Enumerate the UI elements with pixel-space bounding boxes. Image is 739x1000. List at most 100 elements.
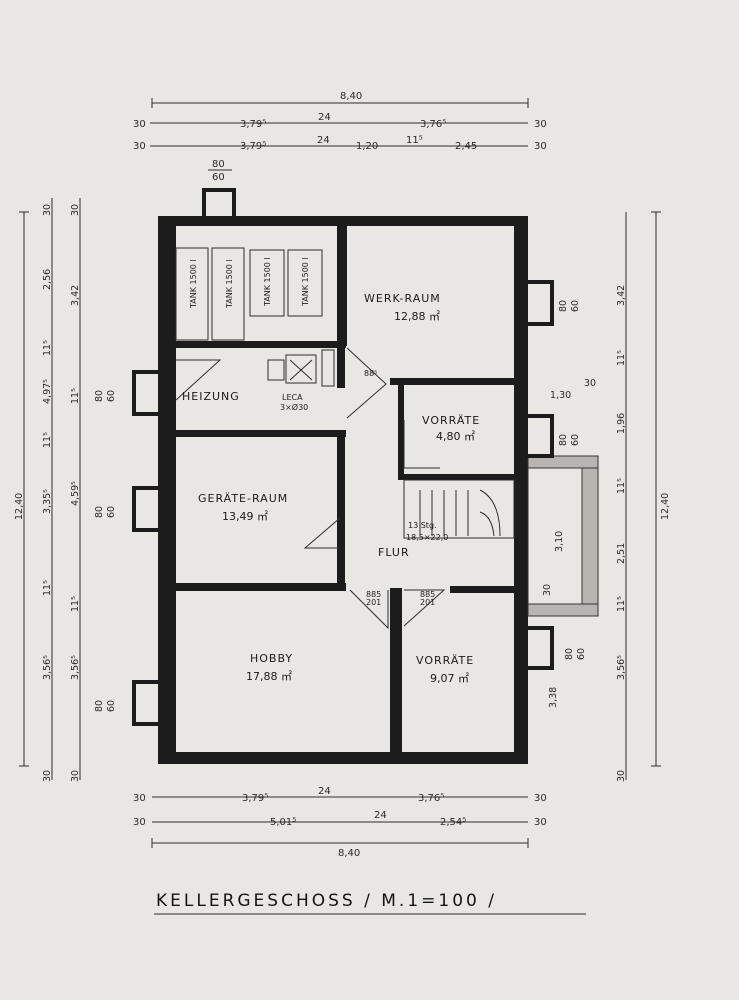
- dim-label: 11⁵: [616, 350, 627, 366]
- room-hobby-area: 17,88 ㎡: [246, 670, 292, 683]
- dim-label: 11⁵: [42, 432, 53, 448]
- dim-label: 11⁵: [406, 135, 423, 146]
- dim-label: 30: [616, 770, 627, 782]
- window-vorraete: [524, 414, 554, 458]
- room-geraeteraum-name: GERÄTE-RAUM: [198, 492, 288, 505]
- drawing-title: KELLERGESCHOSS / M.1=100 /: [154, 891, 586, 915]
- room-werkraum-area: 12,88 ㎡: [394, 310, 440, 323]
- door-geraeteraum: [303, 517, 341, 549]
- dim-label: 1,20: [356, 141, 378, 152]
- window-heizung: [132, 370, 162, 416]
- door-hobby: [349, 589, 389, 630]
- dim-label: 1,30: [550, 390, 571, 401]
- window-width-label: 80: [212, 159, 225, 170]
- room-hobby-name: HOBBY: [250, 652, 293, 665]
- room-vorraete-area: 4,80 ㎡: [436, 430, 475, 443]
- room-flur-name: FLUR: [378, 546, 410, 559]
- dim-label: 11⁵: [70, 596, 81, 612]
- wall-heizung-bottom: [176, 430, 346, 437]
- dim-label: 11⁵: [70, 388, 81, 404]
- bottom-overall-label: 8,40: [338, 848, 360, 859]
- stairs-size: 18,5×22,0: [406, 533, 448, 542]
- dim-label: 1,96: [616, 413, 627, 434]
- dim-label: 30: [133, 793, 146, 804]
- tank-label: TANK 1500 l: [225, 259, 234, 309]
- window-dim: 80: [558, 434, 569, 446]
- dim-label: 3,56⁵: [42, 655, 53, 680]
- window-werkraum: [524, 280, 554, 326]
- room-labels: WERK-RAUM 12,88 ㎡ HEIZUNG LECA 3×Ø30 VOR…: [182, 292, 480, 685]
- dim-label: 3,79⁵: [240, 141, 266, 152]
- tank-label: TANK 1500 l: [301, 257, 310, 307]
- wall-vorraete-bottom: [398, 474, 514, 480]
- wall-werkraum-bottom: [390, 378, 514, 385]
- door-flur-heizung: [346, 347, 387, 419]
- window-dim: 60: [106, 700, 117, 712]
- dim-label: 3,10: [554, 531, 565, 552]
- dim-label: 3,42: [616, 285, 627, 306]
- dim-label: 30: [133, 141, 146, 152]
- dim-label: 24: [317, 135, 330, 146]
- dim-label: 30: [584, 378, 596, 389]
- dim-label: 11⁵: [42, 340, 53, 356]
- outer-wall-top: [158, 216, 528, 226]
- window-height-label: 60: [212, 172, 225, 183]
- dim-label: 11⁵: [42, 580, 53, 596]
- plan-title: KELLERGESCHOSS / M.1=100 /: [156, 891, 497, 911]
- dim-label: 3,79⁵: [242, 793, 268, 804]
- room-heizung-name: HEIZUNG: [182, 390, 240, 403]
- dim-label: 4,59⁵: [70, 481, 81, 506]
- left-overall-label: 12,40: [14, 493, 25, 520]
- light-well-wall: [581, 455, 599, 617]
- wall-vorraete-left: [398, 385, 404, 480]
- dim-label: 3,76⁵: [418, 793, 444, 804]
- tank-3: [249, 249, 285, 317]
- door-label: 885: [420, 590, 435, 599]
- window-geraeteraum: [132, 486, 162, 532]
- dim-label: 30: [542, 584, 553, 596]
- dim-label: 30: [534, 141, 547, 152]
- building: [132, 188, 599, 764]
- dim-label: 24: [374, 810, 387, 821]
- tank-1: [175, 247, 209, 341]
- room-vorraete-name: VORRÄTE: [422, 414, 480, 427]
- dim-label: 30: [133, 817, 146, 828]
- dim-label: 2,54⁵: [440, 817, 466, 828]
- heating-equipment: [267, 349, 335, 387]
- stairs-count: 13 Stg.: [408, 521, 437, 530]
- overall-width-label: 8,40: [340, 91, 362, 102]
- tanks: TANK 1500 l TANK 1500 l TANK 1500 l TANK…: [175, 247, 323, 341]
- boiler: [285, 354, 317, 384]
- window-dim: 60: [570, 300, 581, 312]
- dim-label: 30: [133, 119, 146, 130]
- chimney: [321, 349, 335, 387]
- stairs: 13 Stg. 18,5×22,0: [403, 479, 515, 542]
- dim-label: 3,42: [70, 285, 81, 306]
- wall-vorraete2-top: [450, 586, 514, 593]
- dim-label: 30: [70, 770, 81, 782]
- dim-label: 4,97⁵: [42, 379, 53, 404]
- window-dim: 60: [570, 434, 581, 446]
- room-vorraete2-area: 9,07 ㎡: [430, 672, 469, 685]
- door-label: 201: [420, 598, 435, 607]
- burner: [267, 359, 285, 381]
- room-werkraum-name: WERK-RAUM: [364, 292, 441, 305]
- right-dimensions: 12,40 3,42 11⁵ 1,96 11⁵ 2,51 11⁵ 3,56⁵ 3…: [542, 211, 671, 782]
- outer-wall-left: [158, 216, 176, 764]
- window-hobby: [132, 680, 162, 726]
- door-label: 885: [366, 590, 381, 599]
- right-overall-label: 12,40: [660, 493, 671, 520]
- window-dim: 80: [94, 700, 105, 712]
- dim-label: 3,79⁵: [240, 119, 266, 130]
- wall-heizung-right: [337, 348, 345, 388]
- dim-label: 11⁵: [616, 478, 627, 494]
- window-dim: 80: [564, 648, 575, 660]
- dim-label: 30: [70, 204, 81, 216]
- window-dim: 80: [94, 506, 105, 518]
- dim-label: 3,56⁵: [616, 655, 627, 680]
- room-geraeteraum-area: 13,49 ㎡: [222, 510, 268, 523]
- wall-hobby-top: [176, 583, 346, 591]
- wall-werkraum-left: [337, 226, 347, 346]
- outer-wall-bottom: [158, 752, 528, 764]
